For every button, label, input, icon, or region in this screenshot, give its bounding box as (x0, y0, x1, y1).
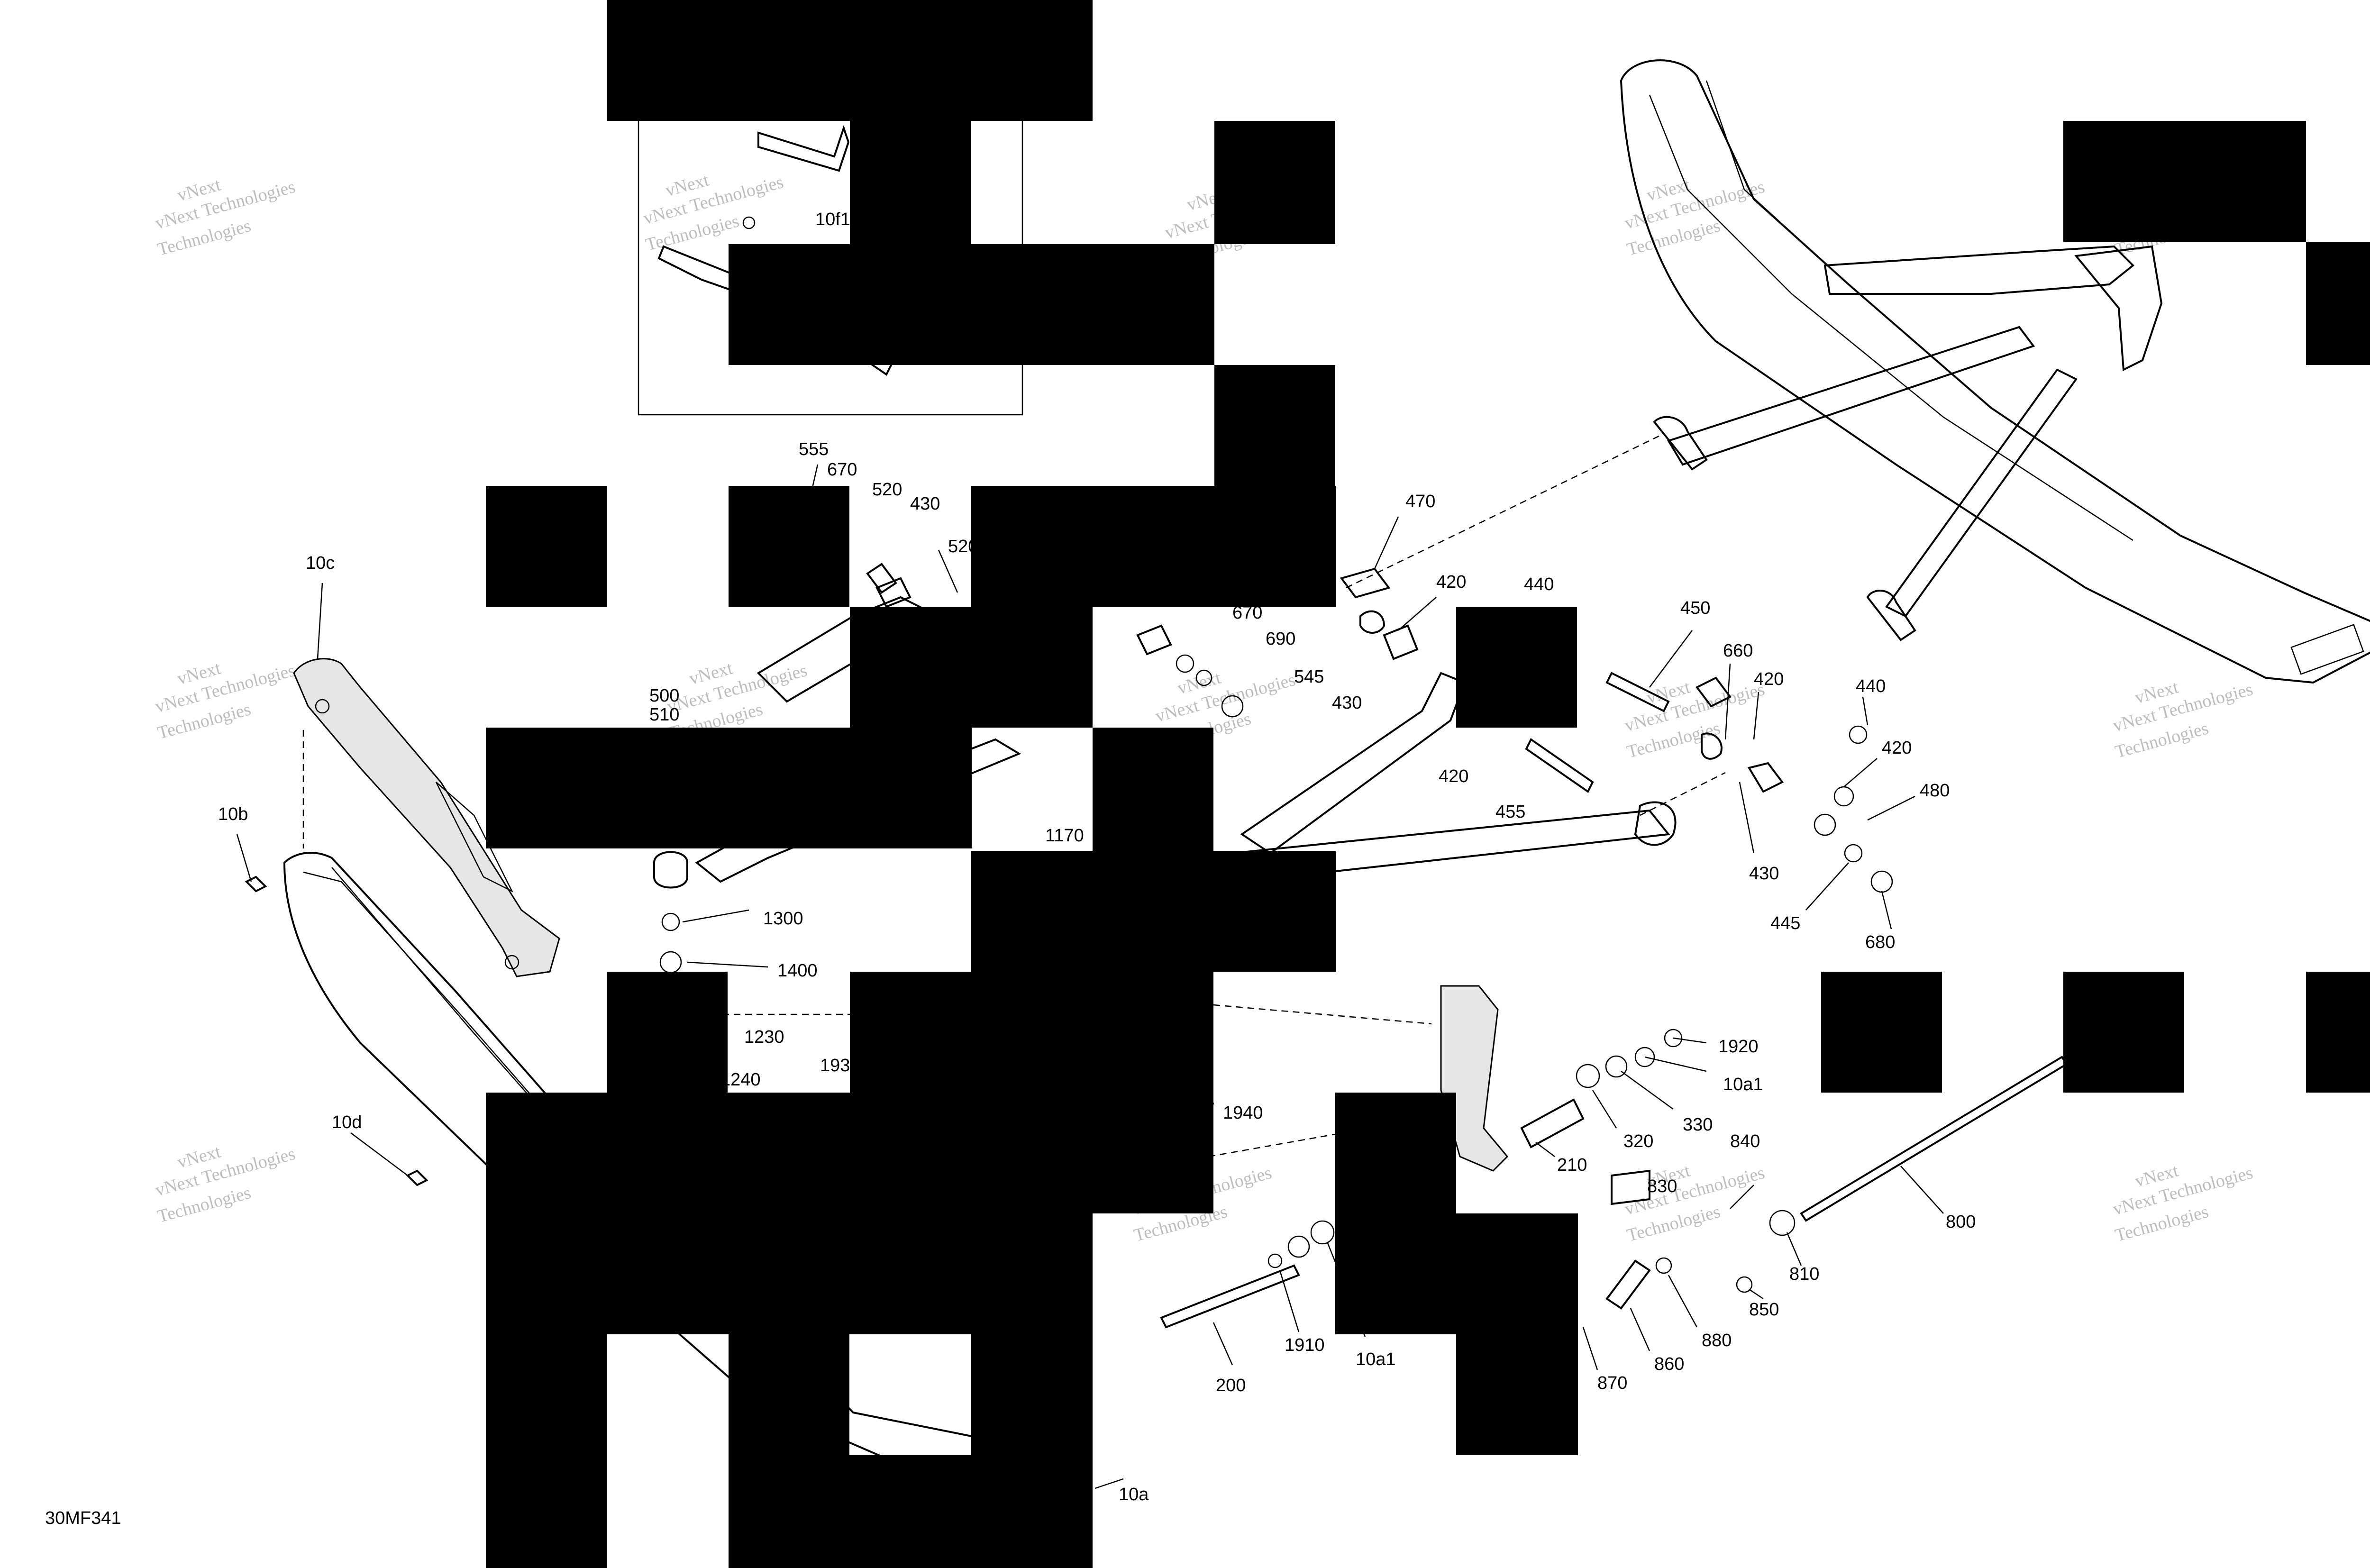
label-440: 440 (1524, 574, 1554, 594)
label-420: 420 (1882, 738, 1912, 758)
label-440: 440 (1856, 676, 1886, 696)
watermark: vNext vNext Technologies Technologies (2111, 677, 2255, 762)
watermark: vNext vNext Technologies Technologies (1623, 1160, 1767, 1245)
label-1920: 1920 (1718, 1037, 1759, 1057)
watermark: vNext vNext Technologies Technologies (1623, 677, 1767, 762)
label-690: 690 (1266, 629, 1295, 649)
label-840: 840 (1730, 1131, 1760, 1151)
label-810: 810 (1789, 1264, 1819, 1284)
label-850: 850 (1749, 1300, 1779, 1320)
label-1400: 1400 (777, 961, 818, 981)
label-830: 830 (1647, 1176, 1677, 1196)
drawing-code: 30MF341 (45, 1508, 121, 1528)
label-10c: 10c (306, 553, 335, 573)
label-500: 500 (649, 686, 679, 706)
watermark: vNext vNext Technologies Technologies (1623, 174, 1767, 259)
label-470: 470 (1405, 492, 1435, 511)
hardware (245, 563, 2068, 1329)
label-445: 445 (1770, 913, 1800, 933)
label-455: 455 (1495, 802, 1525, 822)
label-680: 680 (1865, 932, 1895, 952)
label-320: 320 (1623, 1131, 1653, 1151)
label-1230: 1230 (744, 1027, 784, 1047)
label-10d: 10d (332, 1112, 362, 1132)
label-10a1: 10a1 (1723, 1075, 1763, 1094)
label-330: 330 (1683, 1115, 1713, 1135)
label-480: 480 (1920, 781, 1950, 801)
watermark: vNext vNext Technologies Technologies (153, 658, 297, 743)
label-520: 520 (872, 480, 902, 500)
label-800: 800 (1946, 1212, 1976, 1232)
right-ski-assembly (1620, 59, 2370, 684)
label-10a1: 10a1 (1356, 1349, 1396, 1369)
label-430: 430 (1749, 864, 1779, 884)
part-labels: 10c 10b 10d 10a 10f1 555 670 520 430 520… (218, 210, 1976, 1504)
label-420: 420 (1436, 572, 1466, 592)
label-1910: 1910 (1285, 1335, 1325, 1355)
label-200: 200 (1216, 1376, 1246, 1395)
label-1300: 1300 (763, 909, 803, 929)
label-10b: 10b (218, 804, 248, 824)
label-660: 660 (1723, 641, 1753, 661)
watermark: vNext vNext Technologies Technologies (641, 170, 785, 255)
label-555: 555 (799, 439, 829, 459)
label-1170: 1170 (1045, 826, 1084, 846)
watermark: vNext vNext Technologies Technologies (153, 1141, 297, 1226)
label-420: 420 (1439, 766, 1468, 786)
label-10a: 10a (1119, 1485, 1149, 1504)
watermark: vNext vNext Technologies Technologies (153, 174, 297, 259)
label-10f1: 10f1 (815, 210, 850, 229)
redaction-blocks (486, 0, 2370, 1568)
label-860: 860 (1654, 1354, 1684, 1374)
label-430: 430 (1332, 693, 1362, 713)
label-545: 545 (1294, 667, 1324, 687)
label-670: 670 (827, 460, 857, 480)
label-880: 880 (1702, 1331, 1732, 1350)
label-510: 510 (649, 705, 679, 725)
label-430: 430 (910, 494, 940, 514)
label-450: 450 (1680, 598, 1710, 618)
label-210: 210 (1557, 1155, 1587, 1175)
label-870: 870 (1597, 1373, 1627, 1393)
watermark: vNext vNext Technologies Technologies (2111, 1160, 2255, 1245)
label-420: 420 (1754, 669, 1784, 689)
label-1940: 1940 (1223, 1103, 1263, 1123)
